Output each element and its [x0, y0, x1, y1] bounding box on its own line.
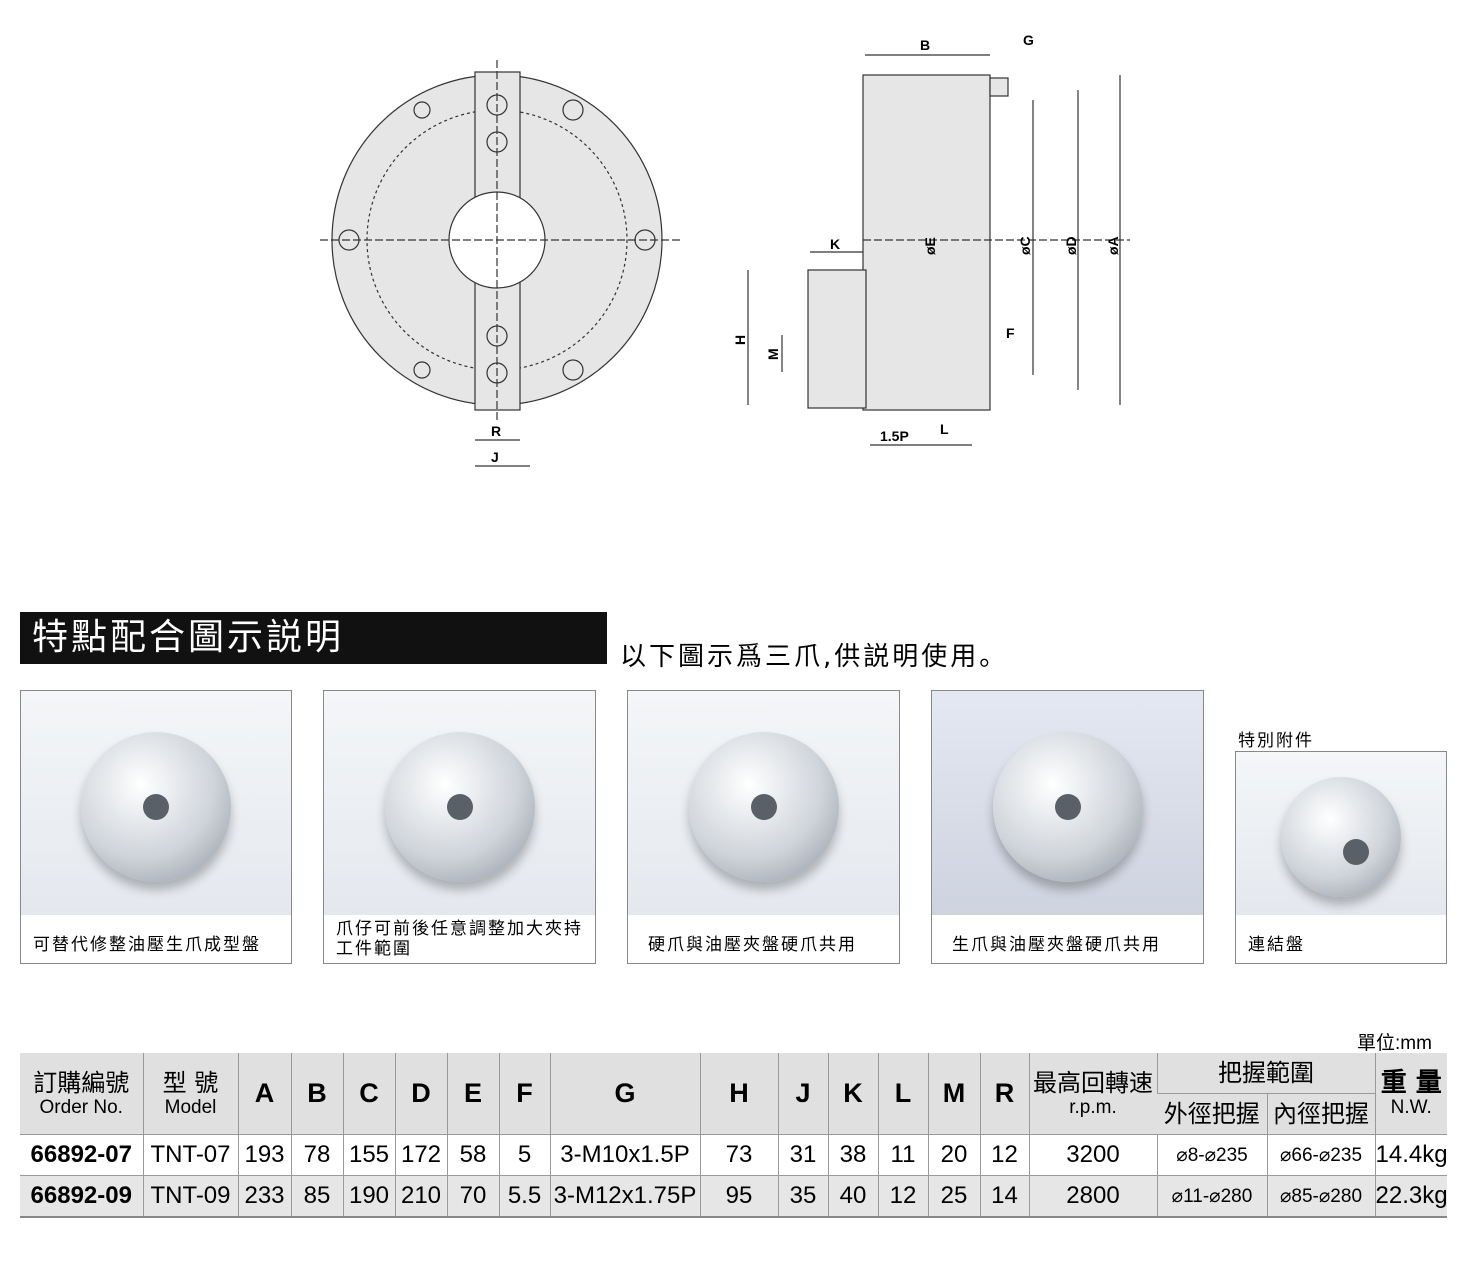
- cell-dims-1: 78: [290, 1134, 343, 1176]
- photo-card: 生爪與油壓夾盤硬爪共用: [931, 690, 1204, 964]
- cell-id: ⌀85-⌀280: [1266, 1175, 1375, 1218]
- dim-label-pitch: 1.5P: [880, 428, 909, 444]
- cell-dims-12: 14: [979, 1175, 1029, 1218]
- photo-caption: 爪仔可前後任意調整加大夾持工件範圍: [336, 919, 583, 959]
- header-c: C: [342, 1053, 395, 1135]
- dim-label-b: B: [920, 37, 930, 53]
- cell-dims-9: 40: [827, 1175, 878, 1218]
- cell-order: 66892-09: [20, 1175, 143, 1218]
- cell-dims-0: 193: [237, 1134, 291, 1176]
- header-a: A: [237, 1053, 291, 1135]
- photo-caption: 可替代修整油壓生爪成型盤: [33, 935, 261, 955]
- header-m: M: [927, 1053, 980, 1135]
- header-j: J: [777, 1053, 828, 1135]
- cell-dims-3: 172: [394, 1134, 447, 1176]
- cell-dims-2: 155: [342, 1134, 395, 1176]
- cell-dims-4: 58: [446, 1134, 499, 1176]
- dim-label-r: R: [491, 423, 501, 439]
- dim-label-m: M: [765, 348, 781, 360]
- chuck-image: [81, 732, 231, 883]
- accessory-label: 特別附件: [1238, 731, 1314, 751]
- cell-dims-7: 95: [699, 1175, 778, 1218]
- cell-dims-2: 190: [342, 1175, 395, 1218]
- photo-card: 連結盤: [1235, 751, 1447, 964]
- cell-od: ⌀8-⌀235: [1156, 1134, 1267, 1176]
- cell-od: ⌀11-⌀280: [1156, 1175, 1267, 1218]
- dim-label-d: øD: [1063, 236, 1079, 255]
- header-k: K: [827, 1053, 878, 1135]
- technical-drawing: R J B G K øE øC øD øA F H M 1.5P L: [320, 32, 1130, 467]
- cell-rpm: 3200: [1028, 1134, 1157, 1176]
- dim-label-j: J: [491, 449, 499, 465]
- cell-dims-4: 70: [446, 1175, 499, 1218]
- cell-dims-10: 12: [877, 1175, 928, 1218]
- chuck-image: [688, 732, 839, 883]
- cell-id: ⌀66-⌀235: [1266, 1134, 1375, 1176]
- photo-card: 可替代修整油壓生爪成型盤: [20, 690, 292, 964]
- photo-card: 爪仔可前後任意調整加大夾持工件範圍: [323, 690, 596, 964]
- chuck-image: [384, 732, 535, 883]
- cell-dims-12: 12: [979, 1134, 1029, 1176]
- cell-weight: 22.3kg: [1374, 1175, 1448, 1218]
- cell-dims-6: 3-M12x1.75P: [549, 1175, 700, 1218]
- dim-label-a: øA: [1105, 236, 1121, 255]
- photo-card: 硬爪與油壓夾盤硬爪共用: [627, 690, 900, 964]
- cell-dims-8: 35: [777, 1175, 828, 1218]
- cell-dims-11: 25: [927, 1175, 980, 1218]
- adapter-plate-image: [1281, 776, 1401, 897]
- dim-label-h: H: [732, 335, 748, 345]
- dim-label-k: K: [830, 236, 840, 252]
- cell-weight: 14.4kg: [1374, 1134, 1448, 1176]
- header-grip: 把握範圍: [1156, 1053, 1375, 1094]
- chuck-image: [992, 732, 1143, 883]
- dim-label-l: L: [940, 421, 949, 437]
- cell-dims-5: 5: [498, 1134, 550, 1176]
- cell-dims-5: 5.5: [498, 1175, 550, 1218]
- header-g: G: [549, 1053, 700, 1135]
- cell-dims-7: 73: [699, 1134, 778, 1176]
- header-h: H: [699, 1053, 778, 1135]
- header-r: R: [979, 1053, 1029, 1135]
- photo-caption: 生爪與油壓夾盤硬爪共用: [952, 935, 1161, 955]
- section-subtitle: 以下圖示爲三爪,供説明使用。: [620, 642, 1009, 672]
- side-view: [747, 54, 1130, 446]
- photo-caption: 硬爪與油壓夾盤硬爪共用: [648, 935, 857, 955]
- cell-dims-1: 85: [290, 1175, 343, 1218]
- cell-dims-3: 210: [394, 1175, 447, 1218]
- cell-rpm: 2800: [1028, 1175, 1157, 1218]
- dim-label-e: øE: [922, 237, 938, 255]
- dim-label-c: øC: [1017, 236, 1033, 255]
- cell-order: 66892-07: [20, 1134, 143, 1176]
- unit-label: 單位:mm: [1357, 1033, 1432, 1054]
- dim-label-f: F: [1006, 325, 1015, 341]
- header-l: L: [877, 1053, 928, 1135]
- cell-dims-0: 233: [237, 1175, 291, 1218]
- header-grip-id: 內徑把握: [1266, 1093, 1375, 1135]
- header-b: B: [290, 1053, 343, 1135]
- cell-dims-8: 31: [777, 1134, 828, 1176]
- section-title: 特點配合圖示説明: [20, 612, 607, 664]
- cell-dims-10: 11: [877, 1134, 928, 1176]
- cell-dims-6: 3-M10x1.5P: [549, 1134, 700, 1176]
- cell-dims-9: 38: [827, 1134, 878, 1176]
- cell-dims-11: 20: [927, 1134, 980, 1176]
- header-d: D: [394, 1053, 447, 1135]
- cell-model: TNT-09: [142, 1175, 238, 1218]
- header-grip-od: 外徑把握: [1157, 1093, 1267, 1135]
- front-view: [320, 60, 680, 467]
- header-f: F: [498, 1053, 550, 1135]
- photo-caption: 連結盤: [1248, 935, 1305, 955]
- cell-model: TNT-07: [142, 1134, 238, 1176]
- header-e: E: [446, 1053, 499, 1135]
- dim-label-g: G: [1023, 32, 1034, 48]
